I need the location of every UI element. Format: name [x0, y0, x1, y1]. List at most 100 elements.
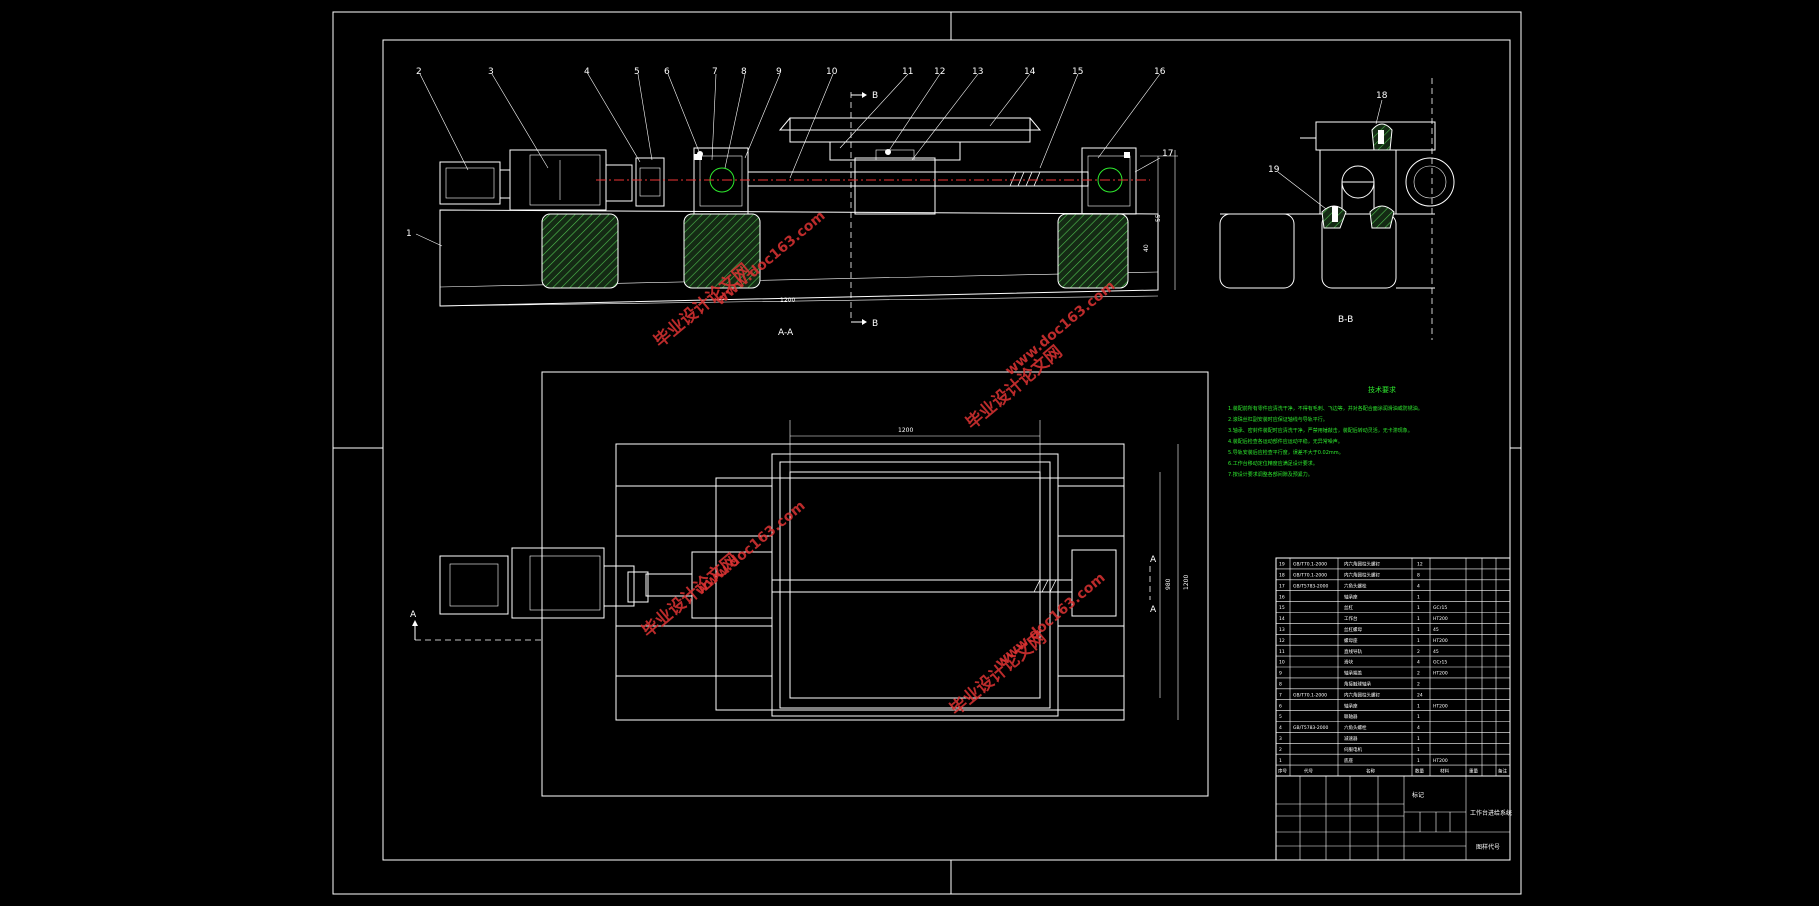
- dim-table-height-2: 1200: [1183, 575, 1190, 590]
- bom-cell-material: HT200: [1433, 638, 1448, 644]
- tech-line-1: 1.装配前所有零件应清洗干净，不得有毛刺、飞边等，并对各配合面涂润滑油或防锈油。: [1228, 405, 1423, 412]
- bom-cell-material: 45: [1433, 627, 1439, 633]
- bom-cell-no: 8: [1279, 682, 1282, 688]
- bom-header-weight: 重量: [1469, 768, 1478, 775]
- plan-servo-motor: [439, 555, 509, 615]
- bom-cell-qty: 4: [1417, 660, 1420, 666]
- bom-cell-no: 16: [1279, 594, 1285, 600]
- sheet-border: [332, 11, 1522, 895]
- coupling: [635, 157, 665, 207]
- tech-line-4: 4.装配后检查各运动部件应运动平稳，无异常噪声。: [1228, 438, 1343, 445]
- bom-cell-no: 7: [1279, 692, 1282, 698]
- bom-cell-qty: 2: [1417, 671, 1420, 677]
- tech-line-2: 2.滚珠丝杠副安装时应保证轴线与导轨平行。: [1228, 416, 1328, 423]
- bom-cell-qty: 4: [1417, 725, 1420, 731]
- title-drawing-name: 工作台进给系统: [1470, 809, 1512, 817]
- callout-1: 1: [406, 229, 412, 239]
- bom-cell-qty: 8: [1417, 573, 1420, 579]
- dim-base-length: 1200: [780, 297, 795, 304]
- bom-cell-name: 六角头螺栓: [1344, 724, 1367, 731]
- bom-cell-qty: 1: [1417, 627, 1420, 633]
- tech-requirements: 技术要求 1.装配前所有零件应清洗干净，不得有毛刺、飞边等，并对各配合面涂润滑油…: [1228, 385, 1423, 478]
- bom-cell-qty: 1: [1417, 616, 1420, 622]
- bom-cell-no: 13: [1279, 627, 1285, 633]
- view-label-aa: A-A: [778, 328, 794, 338]
- bom-cell-qty: 4: [1417, 583, 1420, 589]
- tech-line-3: 3.轴承、密封件装配时应清洗干净，严禁用锤敲击，装配后转动灵活，无卡滞现象。: [1228, 427, 1413, 434]
- bom-cell-name: 伺服电机: [1344, 746, 1362, 753]
- bom-cell-no: 3: [1279, 736, 1282, 742]
- callout-3: 3: [488, 67, 494, 77]
- bom-header-name: 名称: [1366, 768, 1375, 775]
- bom-cell-qty: 2: [1417, 649, 1420, 655]
- callout-11: 11: [902, 67, 913, 77]
- tech-line-7: 7.按设计要求调整各部间隙及预紧力。: [1228, 471, 1313, 478]
- bom-cell-name: 螺母座: [1344, 637, 1358, 644]
- bom-header-material: 材料: [1440, 768, 1449, 775]
- bom-header-no: 序号: [1278, 768, 1287, 775]
- callout-5: 5: [634, 67, 640, 77]
- bom-header-qty: 数量: [1415, 768, 1424, 775]
- dim-height-2: 40: [1143, 244, 1150, 252]
- tech-title: 技术要求: [1368, 385, 1396, 394]
- bom-cell-qty: 1: [1417, 594, 1420, 600]
- servo-motor: [439, 161, 501, 205]
- support-block-right: [1057, 213, 1129, 289]
- bom-cell-code: GB/T5783-2000: [1293, 583, 1329, 589]
- bom-cell-material: GCr15: [1433, 605, 1447, 611]
- bom-cell-no: 10: [1279, 660, 1285, 666]
- cut-marker-a-left: A: [410, 610, 417, 620]
- section-bb-view: B-B: [1219, 78, 1455, 340]
- bom-cell-no: 5: [1279, 714, 1282, 720]
- reducer: [509, 149, 607, 211]
- bom-cell-no: 11: [1279, 649, 1285, 655]
- bom-cell-qty: 1: [1417, 736, 1420, 742]
- bom-cell-qty: 1: [1417, 638, 1420, 644]
- callout-12: 12: [934, 67, 945, 77]
- bom-cell-qty: 24: [1417, 692, 1423, 698]
- bom-cell-name: 丝杠: [1344, 604, 1353, 611]
- bom-cell-no: 9: [1279, 671, 1282, 677]
- section-aa-view: 1200 55 40 B B A-A: [439, 91, 1178, 338]
- bom-cell-name: 底座: [1344, 757, 1353, 764]
- cut-marker-a-bottom: A: [1150, 605, 1157, 615]
- callout-8: 8: [741, 67, 747, 77]
- watermark-cn-2: 毕业设计论文网: [962, 341, 1067, 434]
- bom-cell-name: 直线导轨: [1344, 648, 1362, 655]
- bom-cell-code: GB/T70.1-2000: [1293, 573, 1327, 579]
- bom-cell-no: 4: [1279, 725, 1282, 731]
- bom-cell-qty: 1: [1417, 747, 1420, 753]
- bom-cell-no: 1: [1279, 758, 1282, 764]
- bom-cell-no: 14: [1279, 616, 1285, 622]
- title-mark-label: 标记: [1412, 791, 1424, 799]
- bom-cell-qty: 12: [1417, 562, 1423, 568]
- bom-cell-no: 19: [1279, 562, 1285, 568]
- bom-cell-qty: 1: [1417, 605, 1420, 611]
- bom-cell-name: 内六角圆柱头螺钉: [1344, 561, 1380, 568]
- bom-cell-code: GB/T70.1-2000: [1293, 562, 1327, 568]
- bom-cell-name: 工作台: [1344, 615, 1358, 622]
- tech-line-5: 5.导轨安装后应检查平行度，误差不大于0.02mm。: [1228, 449, 1344, 456]
- bom-cell-name: 六角头螺栓: [1344, 582, 1367, 589]
- callout-2: 2: [416, 67, 422, 77]
- bom-cell-qty: 1: [1417, 758, 1420, 764]
- watermark-url-3: www.doc163.com: [692, 498, 808, 599]
- callout-13: 13: [972, 67, 983, 77]
- bom-cell-name: 轴承座: [1344, 593, 1358, 600]
- bom-cell-name: 内六角圆柱头螺钉: [1344, 691, 1380, 698]
- callout-19: 19: [1268, 165, 1280, 175]
- callout-6: 6: [664, 67, 670, 77]
- cut-marker-b-top: B: [872, 91, 878, 101]
- bom-cell-no: 18: [1279, 573, 1285, 579]
- bearing-block-right: [1081, 147, 1137, 215]
- bom-cell-qty: 1: [1417, 714, 1420, 720]
- bom-cell-name: 减速器: [1344, 735, 1358, 742]
- part-callouts: 2 3 4 5 6 7 8 9 10 11 12 13 14 15 16 17 …: [406, 67, 1388, 247]
- bom-cell-material: HT200: [1433, 671, 1448, 677]
- tech-line-6: 6.工作台移动定位精度应满足设计要求。: [1228, 460, 1318, 467]
- bom-cell-no: 12: [1279, 638, 1285, 644]
- dim-height-1: 55: [1155, 214, 1162, 222]
- bom-cell-name: 联轴器: [1344, 713, 1358, 720]
- bearing-block-left: [693, 147, 749, 215]
